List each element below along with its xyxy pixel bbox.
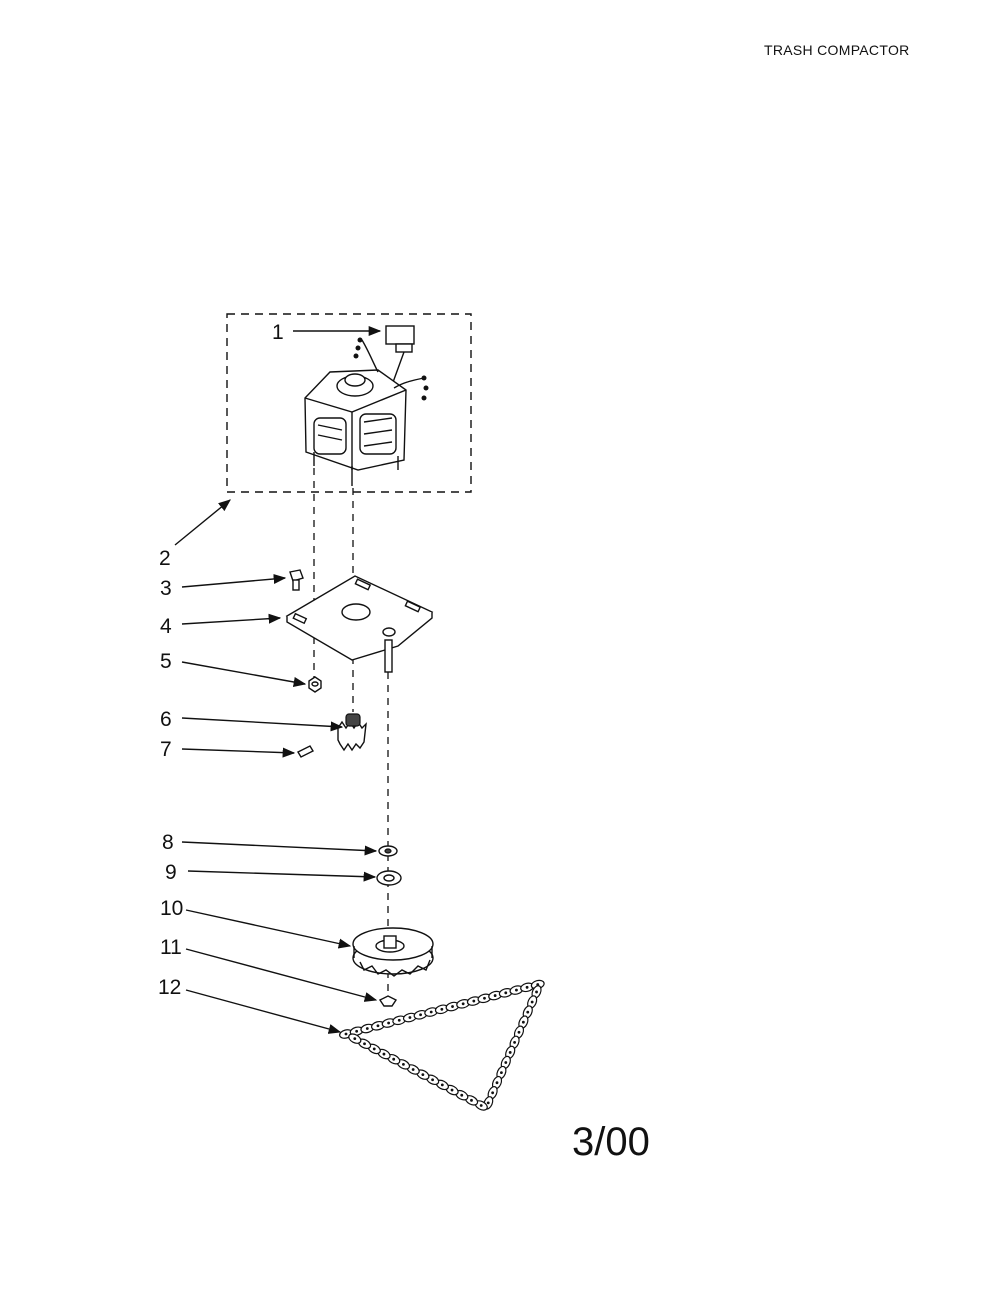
part-8-washer: [378, 845, 398, 857]
callout-10: 10: [160, 897, 183, 920]
callout-3: 3: [160, 577, 172, 600]
chain-pin: [392, 1057, 396, 1061]
callout-5: 5: [160, 650, 172, 673]
part-3-screw: [289, 569, 304, 591]
chain-pin: [382, 1052, 386, 1056]
chain-pin: [491, 1091, 495, 1095]
chain-pin: [521, 1020, 525, 1024]
chain-pin: [461, 1002, 465, 1006]
chain-pin: [495, 1081, 499, 1085]
callout-11: 11: [160, 936, 182, 959]
part-6-pinion-gear: [337, 713, 367, 752]
chain-pin: [411, 1068, 415, 1071]
page-title: TRASH COMPACTOR: [764, 42, 910, 58]
chain-pin: [363, 1042, 366, 1046]
part-7-set-screw: [297, 745, 314, 758]
chain-pin: [513, 1040, 516, 1044]
callout-leaders: [174, 325, 382, 1034]
chain-links: [339, 979, 545, 1111]
callout-6: 6: [160, 708, 172, 731]
chain-pin: [402, 1062, 405, 1066]
chain-pin: [344, 1032, 348, 1036]
chain-pin: [525, 985, 529, 989]
part-11-retaining-clip: [378, 995, 398, 1007]
callout-8: 8: [162, 831, 174, 854]
callout-1: 1: [272, 321, 284, 344]
motor: [304, 337, 429, 486]
chain-pin: [504, 1061, 508, 1064]
chain-pin: [530, 1000, 534, 1004]
chain-pin: [431, 1078, 434, 1082]
chain-pin: [460, 1093, 464, 1097]
chain-pin: [472, 999, 476, 1003]
chain-pin: [450, 1088, 454, 1092]
chain-pin: [397, 1018, 401, 1022]
chain-pin: [440, 1083, 444, 1087]
chain-pin: [535, 990, 538, 994]
part-10-sprocket: [352, 927, 434, 977]
part-9-washer: [376, 870, 402, 886]
part-1-connector: [385, 325, 415, 386]
callout-4: 4: [160, 615, 172, 638]
chain-pin: [493, 994, 497, 997]
chain-pin: [483, 996, 486, 1000]
part-4-mounting-plate: [285, 575, 434, 673]
chain-pin: [486, 1101, 490, 1105]
revision-date: 3/00: [572, 1120, 650, 1164]
chain-pin: [479, 1104, 483, 1107]
part-5-nut: [308, 676, 322, 693]
chain-pin: [376, 1024, 380, 1028]
chain-pin: [500, 1071, 503, 1075]
chain-pin: [429, 1010, 433, 1014]
chain-pin: [419, 1013, 422, 1017]
chain-pin: [517, 1030, 521, 1034]
chain-pin: [387, 1021, 391, 1025]
chain-pin: [440, 1007, 444, 1011]
chain-pin: [353, 1037, 357, 1041]
callout-9: 9: [165, 861, 177, 884]
chain-pin: [355, 1029, 359, 1033]
callout-7: 7: [160, 738, 172, 761]
callout-12: 12: [158, 976, 181, 999]
callout-2: 2: [159, 547, 171, 570]
chain-pin: [408, 1016, 412, 1019]
chain-pin: [451, 1005, 454, 1008]
chain-pin: [372, 1047, 376, 1051]
chain-pin: [508, 1051, 512, 1054]
chain-pin: [365, 1027, 369, 1030]
chain-pin: [504, 991, 508, 995]
chain-pin: [421, 1073, 425, 1077]
chain-pin: [526, 1010, 530, 1014]
chain-pin: [515, 988, 518, 992]
chain-pin: [470, 1098, 473, 1102]
